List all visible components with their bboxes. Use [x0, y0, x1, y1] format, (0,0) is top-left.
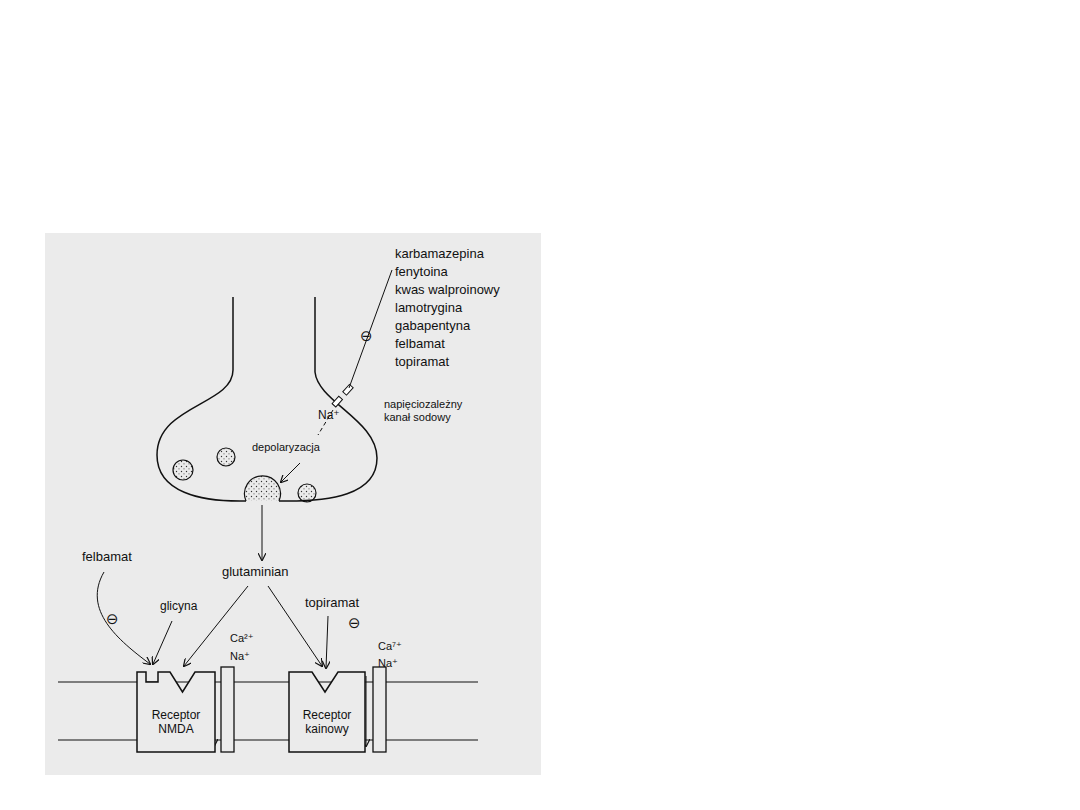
ion-label: Ca⁷⁺ — [378, 640, 402, 653]
process-label: depolaryzacja — [252, 441, 320, 454]
ion-channel — [373, 667, 386, 752]
drug-name: felbamat — [395, 337, 445, 352]
glycine-arrow — [153, 621, 172, 664]
receptor-name: Receptor kainowy — [289, 708, 365, 737]
ion-channel — [221, 667, 234, 752]
inhibition-arrow — [326, 616, 328, 668]
fusing-vesicle — [245, 476, 281, 501]
ion-label: Na⁺ — [318, 409, 340, 423]
postsynaptic-membrane — [58, 681, 478, 682]
figure-ground — [45, 233, 541, 775]
sodium-channel — [332, 384, 353, 407]
vesicle — [217, 448, 235, 466]
receptor-box: Receptor kainowy — [289, 672, 365, 752]
drug-name: topiramat — [395, 355, 449, 370]
receptor-shape — [289, 672, 365, 752]
channel-label: napięciozależny kanał sodowy — [384, 398, 484, 423]
drug-name: gabapentyna — [395, 319, 470, 334]
receptor-name: Receptor NMDA — [137, 708, 215, 737]
inhibition-sign: ⊖ — [106, 610, 119, 627]
terminal-membrane — [279, 297, 377, 501]
ion-label: Na⁺ — [378, 657, 398, 670]
drug-name: karbamazepina — [395, 247, 484, 262]
vesicle — [173, 460, 193, 480]
receptor-box: Receptor NMDA — [137, 672, 215, 752]
inhibition-sign: ⊖ — [360, 327, 373, 344]
coagonist-label: glicyna — [160, 600, 197, 614]
postsynaptic-membrane — [58, 739, 478, 740]
vesicle — [298, 484, 316, 502]
receptor-shape — [137, 672, 215, 752]
drug-name: fenytoina — [395, 265, 448, 280]
inhibition-arrow — [97, 572, 150, 664]
release-arrow — [262, 505, 263, 560]
ion-label: Ca²⁺ — [230, 632, 254, 645]
ion-label: Na⁺ — [230, 650, 250, 663]
drug-name: topiramat — [305, 596, 359, 611]
leader-line — [349, 270, 392, 388]
inhibition-sign: ⊖ — [348, 614, 361, 631]
neurotransmitter-label: glutaminian — [222, 565, 289, 580]
drug-name: kwas walproinowy — [395, 283, 500, 298]
drug-name: felbamat — [82, 550, 132, 565]
drug-name: lamotrygina — [395, 301, 462, 316]
depolarization-arrow — [281, 463, 300, 482]
terminal-membrane — [157, 297, 246, 501]
